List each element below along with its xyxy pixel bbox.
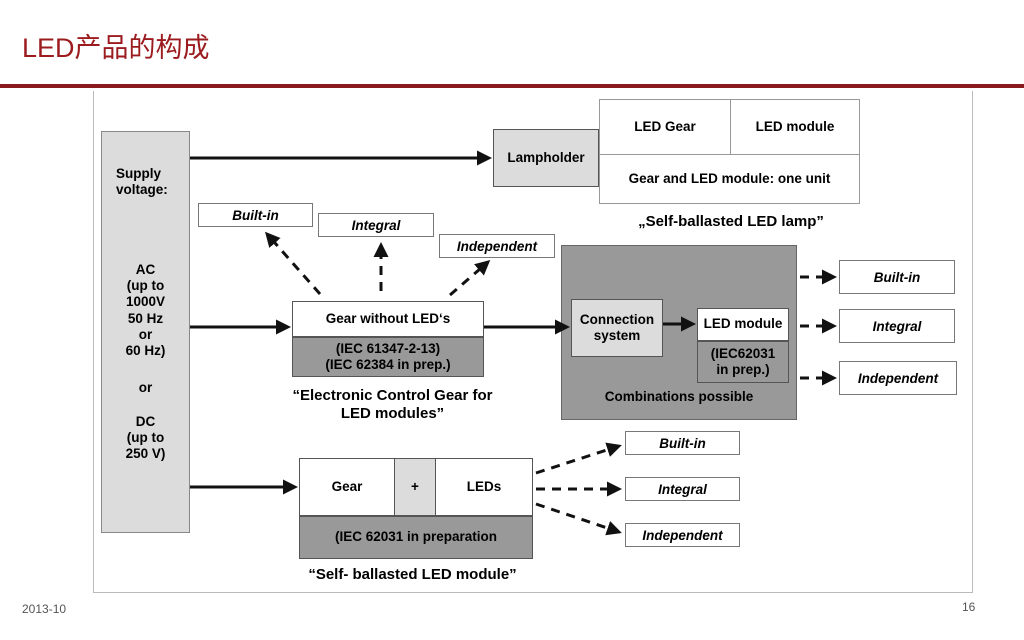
supply-dc: DC (up to 250 V) bbox=[125, 414, 166, 462]
lamp-led-module: LED module bbox=[731, 99, 860, 155]
module-gear-box: Gear bbox=[299, 458, 395, 516]
page-number: 16 bbox=[962, 600, 976, 614]
gear-tag-independent: Independent bbox=[439, 234, 555, 258]
diagram-frame bbox=[93, 91, 973, 593]
lamp-led-gear: LED Gear bbox=[599, 99, 731, 155]
gear-tag-integral: Integral bbox=[318, 213, 434, 237]
combo-tag-built-in: Built-in bbox=[839, 260, 955, 294]
gear-caption: “Electronic Control Gear for LED modules… bbox=[292, 387, 493, 422]
module-tag-independent: Independent bbox=[625, 523, 740, 547]
module-caption: “Self- ballasted LED module” bbox=[308, 566, 517, 583]
supply-or: or bbox=[138, 380, 153, 395]
supply-ac: AC (up to 1000V 50 Hz or 60 Hz) bbox=[125, 262, 166, 358]
combo-tag-independent: Independent bbox=[839, 361, 957, 395]
title-divider bbox=[0, 84, 1024, 88]
slide-title: LED产品的构成 bbox=[22, 33, 210, 63]
gear-tag-built-in: Built-in bbox=[198, 203, 313, 227]
lampholder-box: Lampholder bbox=[493, 129, 599, 187]
module-leds-box: LEDs bbox=[435, 458, 533, 516]
lamp-caption: „Self-ballasted LED lamp” bbox=[638, 213, 824, 230]
module-tag-built-in: Built-in bbox=[625, 431, 740, 455]
supply-voltage-panel: Supply voltage: AC (up to 1000V 50 Hz or… bbox=[101, 131, 190, 533]
combo-tag-integral: Integral bbox=[839, 309, 955, 343]
combo-caption: Combinations possible bbox=[604, 389, 754, 404]
module-standard: (IEC 62031 in preparation bbox=[299, 516, 533, 559]
footer-date: 2013-10 bbox=[22, 602, 67, 616]
lamp-one-unit: Gear and LED module: one unit bbox=[628, 171, 831, 187]
module-tag-integral: Integral bbox=[625, 477, 740, 501]
combo-standard: (IEC62031 in prep.) bbox=[697, 341, 789, 383]
gear-without-led-box: Gear without LED‘s bbox=[292, 301, 484, 337]
connection-system-box: Connection system bbox=[571, 299, 663, 357]
module-plus-box: + bbox=[395, 458, 435, 516]
gear-standards: (IEC 61347-2-13) (IEC 62384 in prep.) bbox=[292, 337, 484, 377]
supply-heading: Supply voltage: bbox=[116, 166, 168, 198]
combo-led-module-box: LED module bbox=[697, 308, 789, 341]
